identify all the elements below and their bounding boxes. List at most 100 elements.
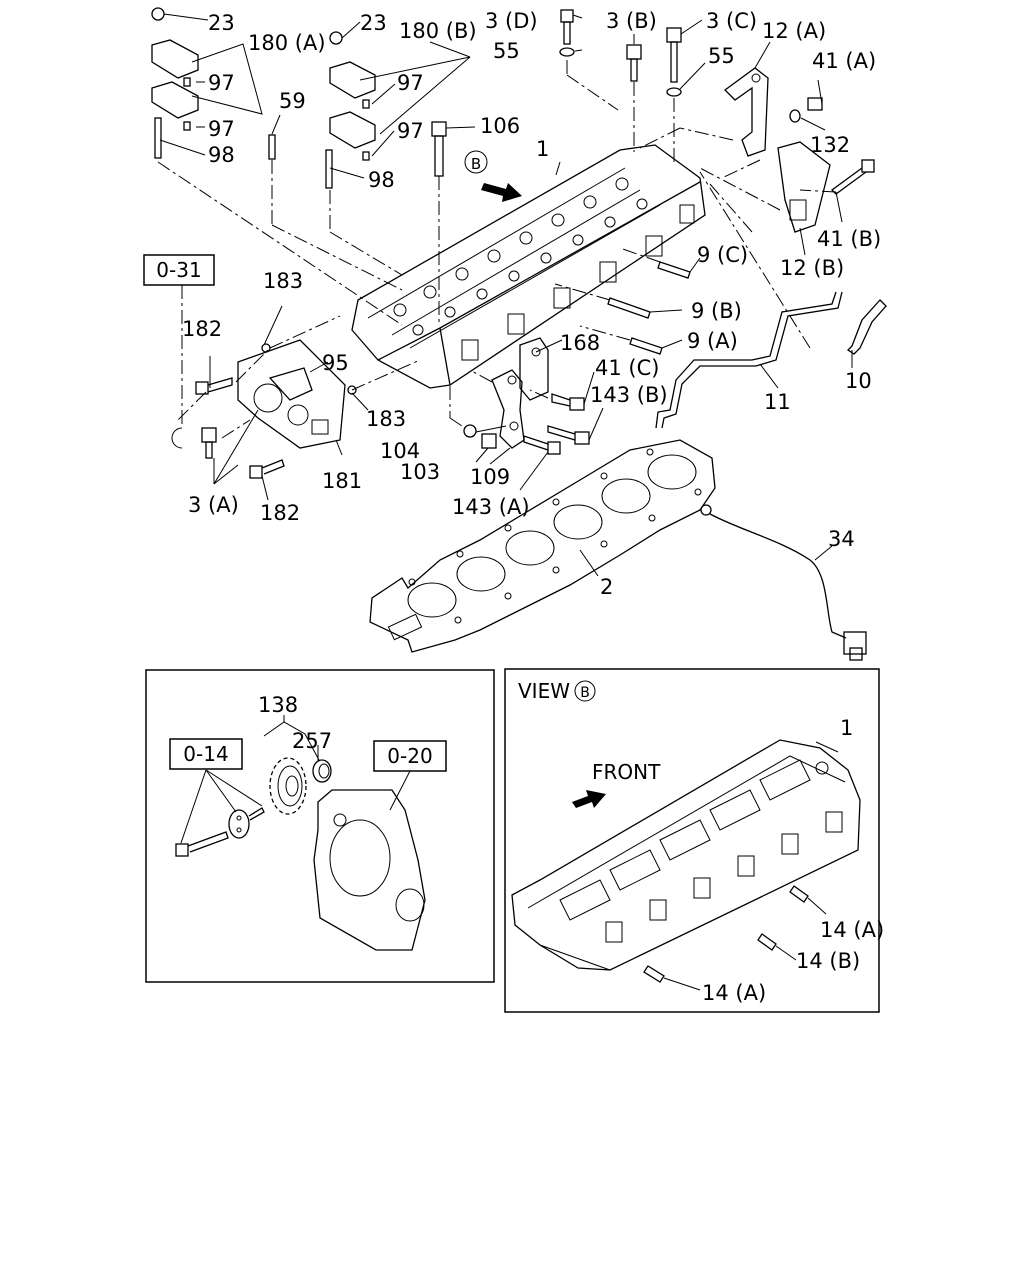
- bolt-3b: [626, 44, 642, 82]
- bearing-cap-180a: [151, 7, 199, 159]
- label-9c: 9 (C): [697, 243, 748, 267]
- panel-timing-gear: [145, 669, 495, 983]
- bolt-3c: [666, 27, 682, 97]
- view-arrow-b: [464, 150, 522, 202]
- label-97d: 97: [397, 119, 424, 143]
- label-98a: 98: [208, 143, 235, 167]
- label-3a: 3 (A): [188, 493, 239, 517]
- bushing-257: [312, 759, 332, 783]
- bolt-3d: [559, 9, 575, 57]
- label-23b: 23: [360, 11, 387, 35]
- bolt-182-bottom: [249, 459, 285, 479]
- ref-marker-arc: [171, 427, 183, 449]
- glow-plug-10: [846, 299, 887, 355]
- bolt-41b: [831, 159, 875, 195]
- bolt-3a: [201, 427, 217, 459]
- label-180b: 180 (B): [399, 19, 477, 43]
- plug-103: [481, 433, 497, 449]
- label-109: 109: [470, 465, 510, 489]
- label-14a-lower: 14 (A): [702, 981, 766, 1005]
- label-1-view: 1: [840, 716, 853, 740]
- stud-59: [268, 134, 276, 160]
- front-cover-181: [237, 339, 346, 449]
- label-97b: 97: [397, 71, 424, 95]
- ref-label-0-14: 0-14: [183, 742, 228, 766]
- label-14b: 14 (B): [796, 949, 860, 973]
- label-183b: 183: [366, 407, 406, 431]
- cylinder-head-bottom-view: [511, 739, 861, 971]
- idler-bolt: [175, 831, 229, 857]
- gasket-95: [268, 367, 313, 401]
- label-55a: 55: [493, 39, 520, 63]
- view-title: VIEW: [518, 679, 570, 703]
- label-138: 138: [258, 693, 298, 717]
- view-marker-letter: B: [580, 685, 590, 701]
- label-12b: 12 (B): [780, 256, 844, 280]
- label-95: 95: [322, 351, 349, 375]
- label-1: 1: [536, 137, 549, 161]
- ref-label-0-20: 0-20: [387, 744, 432, 768]
- label-10: 10: [845, 369, 872, 393]
- label-12a: 12 (A): [762, 19, 826, 43]
- harness-11: [655, 291, 843, 429]
- hanger-168: [519, 337, 549, 401]
- label-59: 59: [279, 89, 306, 113]
- label-3c: 3 (C): [706, 9, 757, 33]
- label-181: 181: [322, 469, 362, 493]
- washer-104: [463, 424, 477, 438]
- ref-label-0-31: 0-31: [156, 258, 201, 282]
- label-11: 11: [764, 390, 791, 414]
- view-front-label: FRONT: [592, 760, 661, 784]
- label-97a: 97: [208, 71, 235, 95]
- bolt-41a: [789, 97, 823, 123]
- bolt-41c: [551, 393, 585, 411]
- label-104: 104: [380, 439, 420, 463]
- ref-box-0-14: [169, 738, 243, 770]
- label-143a: 143 (A): [452, 495, 530, 519]
- bearing-cap-180b: [325, 31, 376, 189]
- bracket-12b: [777, 141, 831, 233]
- stud-9b: [607, 297, 651, 319]
- bracket-109: [491, 369, 525, 449]
- label-3d: 3 (D): [485, 9, 538, 33]
- label-183a: 183: [263, 269, 303, 293]
- label-182a: 182: [182, 317, 222, 341]
- label-180a: 180 (A): [248, 31, 326, 55]
- label-41a: 41 (A): [812, 49, 876, 73]
- label-97c: 97: [208, 117, 235, 141]
- ref-box-0-31: [143, 254, 215, 286]
- label-182b: 182: [260, 501, 300, 525]
- label-9b: 9 (B): [691, 299, 742, 323]
- stud-9a: [629, 337, 663, 355]
- idler-gear-138: [269, 757, 307, 815]
- label-55b: 55: [708, 44, 735, 68]
- idler-shaft: [228, 807, 265, 839]
- label-103: 103: [400, 460, 440, 484]
- label-132: 132: [810, 133, 850, 157]
- label-257: 257: [292, 729, 332, 753]
- bolt-143a: [523, 435, 561, 455]
- head-gasket-2: [369, 439, 716, 653]
- label-23a: 23: [208, 11, 235, 35]
- label-9a: 9 (A): [687, 329, 738, 353]
- stud-14b: [757, 933, 777, 951]
- label-b-marker: B: [471, 155, 481, 173]
- cylinder-head: [351, 144, 706, 389]
- label-106: 106: [480, 114, 520, 138]
- sensor-harness-34: [700, 504, 867, 661]
- stud-9c: [657, 261, 691, 279]
- label-3b: 3 (B): [606, 9, 657, 33]
- bolt-106: [431, 121, 447, 177]
- bolt-182-top: [195, 377, 233, 395]
- label-41c: 41 (C): [595, 356, 659, 380]
- label-41b: 41 (B): [817, 227, 881, 251]
- label-168: 168: [560, 331, 600, 355]
- stud-14a-lower: [643, 965, 665, 983]
- oring-183-bottom: [347, 385, 357, 395]
- view-marker-circle: [574, 680, 596, 702]
- label-143b: 143 (B): [590, 383, 668, 407]
- oring-183-top: [261, 343, 271, 353]
- front-arrow-icon: [572, 790, 606, 808]
- label-2: 2: [600, 575, 613, 599]
